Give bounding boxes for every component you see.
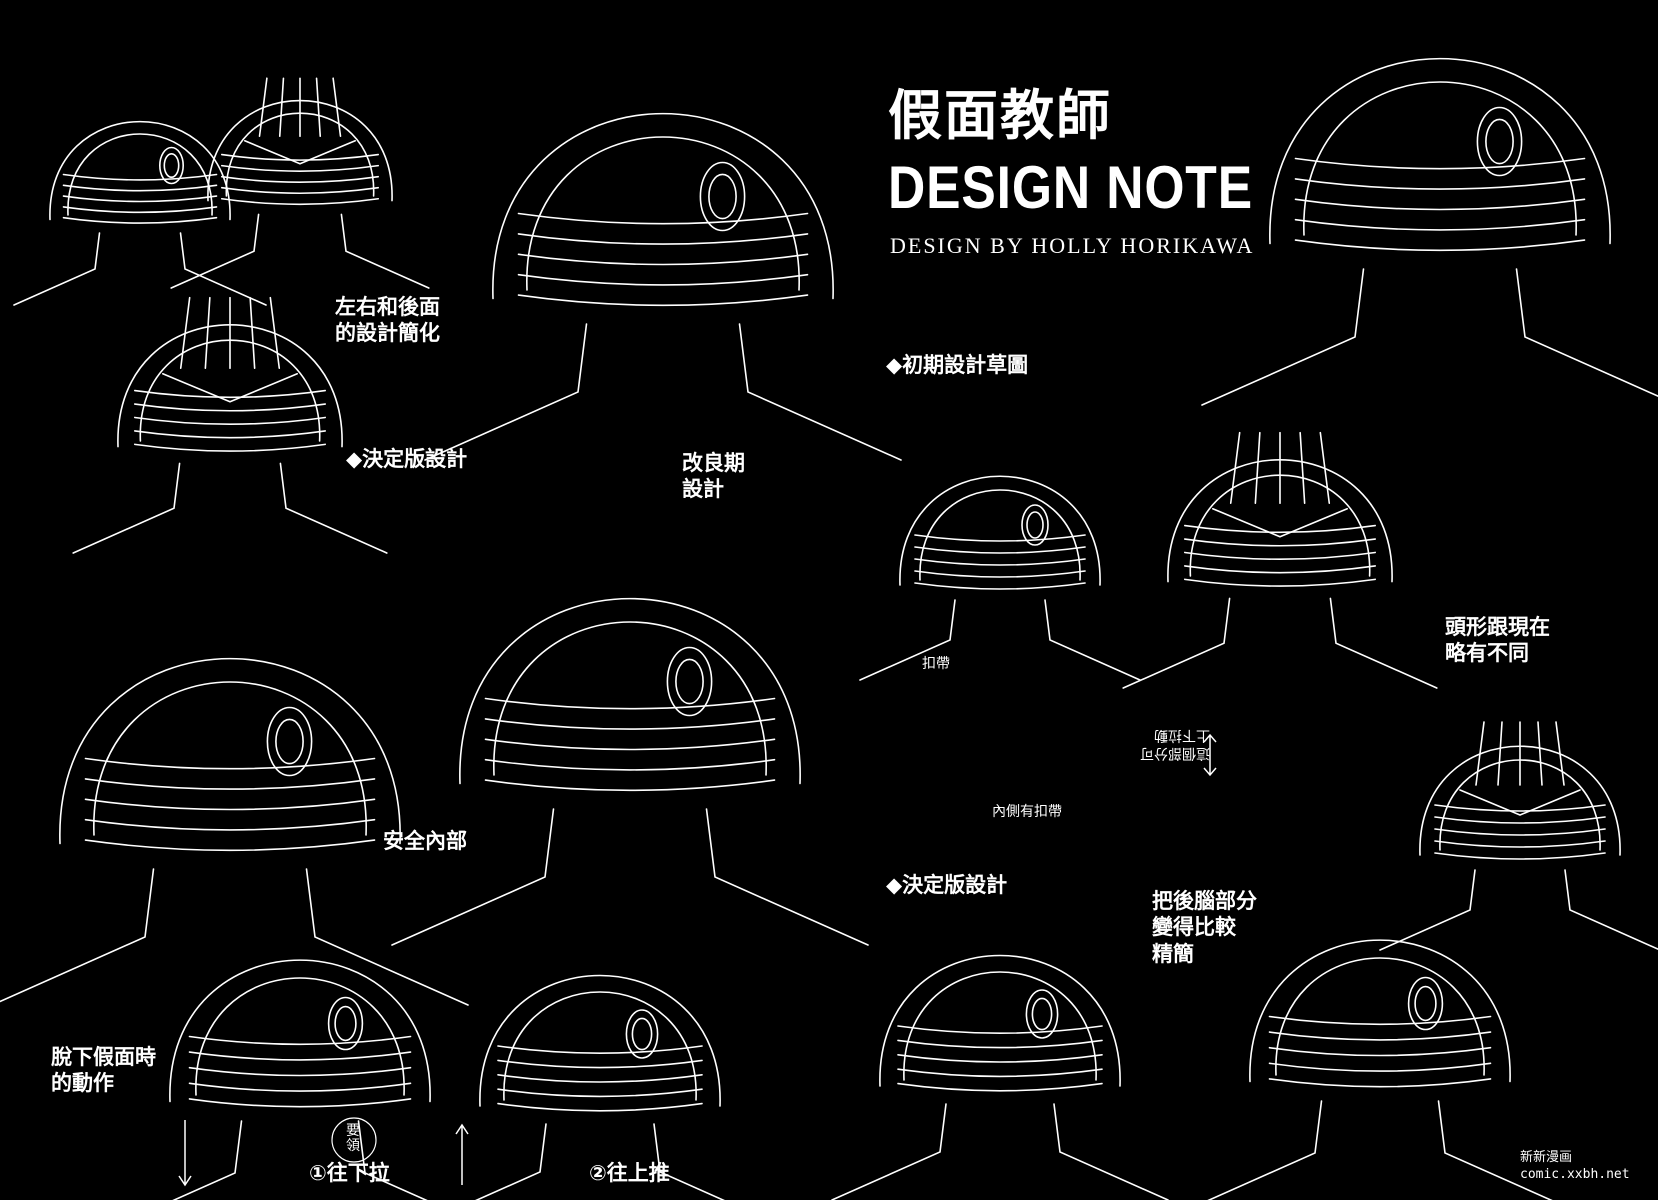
back-simplified-note: 把後腦部分 變得比較 精簡 [1152, 889, 1257, 966]
step-two-label: ②往上推 [589, 1161, 670, 1185]
early-sketch-heading: ◆初期設計草圖 [886, 353, 1029, 377]
tip-badge: 要領 [346, 1123, 360, 1155]
watermark: 新新漫画 comic.xxbh.net [1520, 1150, 1630, 1184]
helmet-sketch [170, 77, 430, 289]
designer-credit: DESIGN BY HOLLY HORIKAWA [890, 233, 1255, 258]
helmet-sketch [391, 597, 869, 946]
head-shape-note: 頭形跟現在 略有不同 [1445, 615, 1550, 666]
down-arrow-icon [178, 1120, 192, 1187]
watermark-name: 新新漫画 [1520, 1150, 1573, 1165]
simplified-note: 左右和後面 的設計簡化 [335, 295, 440, 346]
helmet-sketch [72, 296, 388, 554]
removal-note: 脫下假面時 的動作 [51, 1045, 156, 1096]
helmet-sketch [1122, 431, 1438, 689]
helmet-sketch [424, 112, 902, 461]
watermark-url: comic.xxbh.net [1520, 1166, 1630, 1182]
helmet-sketch [831, 954, 1169, 1200]
final-design-heading-right: ◆決定版設計 [886, 873, 1008, 897]
tip-badge-circle [331, 1117, 377, 1163]
strap-note: 扣帶 [922, 656, 950, 672]
helmet-sketch [13, 120, 267, 306]
helmet-sketch [1379, 721, 1658, 951]
helmet-sketch [0, 657, 469, 1006]
improved-design-note: 改良期 設計 [682, 451, 745, 502]
up-arrow-icon [455, 1123, 469, 1185]
inner-strap-note: 內側有扣帶 [992, 804, 1062, 820]
interior-note: 安全內部 [383, 829, 467, 853]
helmet-sketch [1201, 57, 1658, 406]
helmet-sketch [475, 974, 725, 1200]
helmet-sketch [859, 475, 1141, 681]
final-design-heading-left: ◆決定版設計 [346, 447, 468, 471]
movable-part-note: 這個部分可 上下拉動 [1140, 727, 1210, 762]
up-down-arrow-icon [1203, 733, 1217, 777]
helmet-sketch [1207, 939, 1553, 1200]
page-title-chinese: 假面教師 [888, 84, 1112, 147]
helmet-sketch [169, 959, 431, 1200]
page-title-english: DESIGN NOTE [888, 154, 1253, 221]
step-one-label: ①往下拉 [309, 1161, 390, 1185]
